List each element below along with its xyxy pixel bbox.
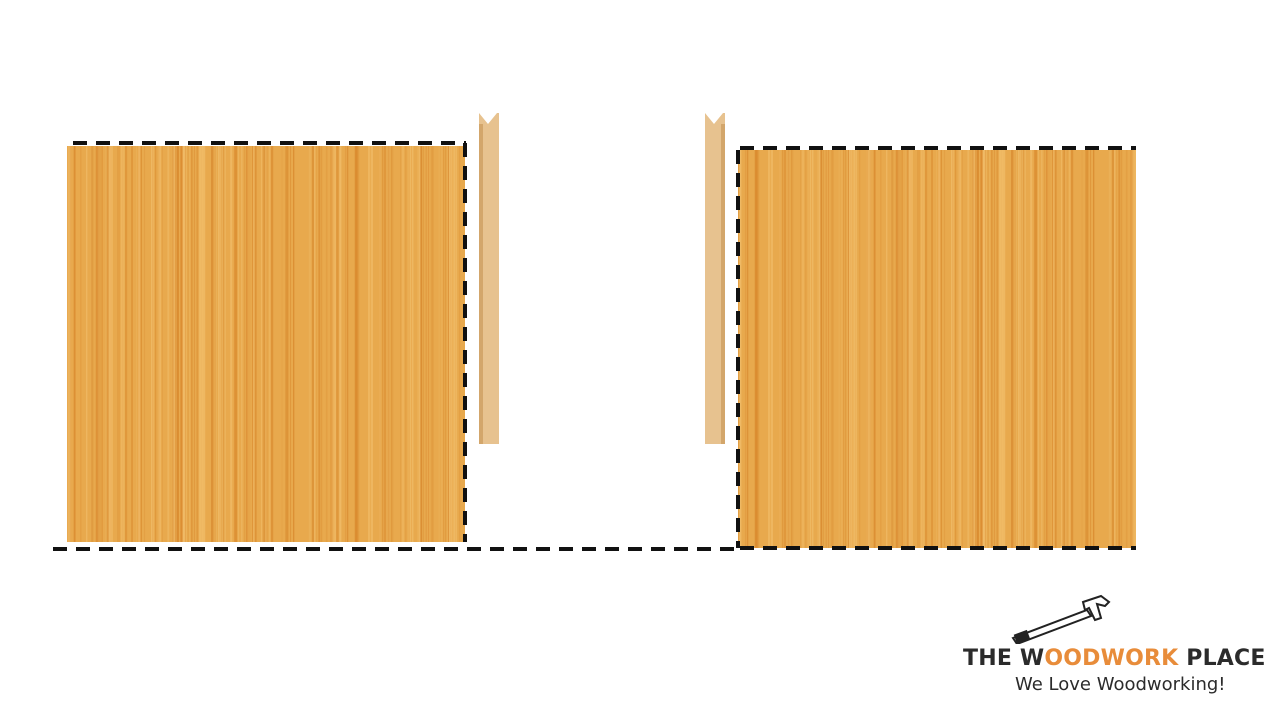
left-wood-panel [67, 146, 465, 542]
right-trim-strip [705, 113, 725, 444]
dashed-outline [53, 141, 1136, 551]
brand-title-part1: THE W [963, 646, 1045, 671]
left-trim-strip [479, 113, 499, 444]
brand-title-accent: OODWORK [1044, 646, 1179, 671]
right-wood-panel [738, 150, 1136, 548]
brand-title-part2: PLACE [1178, 646, 1266, 671]
brand-tagline: We Love Woodworking! [1015, 674, 1226, 695]
brand-logo: THE WOODWORK PLACE We Love Woodworking! [955, 592, 1275, 702]
hammer-icon [1011, 594, 1111, 644]
brand-title: THE WOODWORK PLACE [963, 646, 1266, 671]
